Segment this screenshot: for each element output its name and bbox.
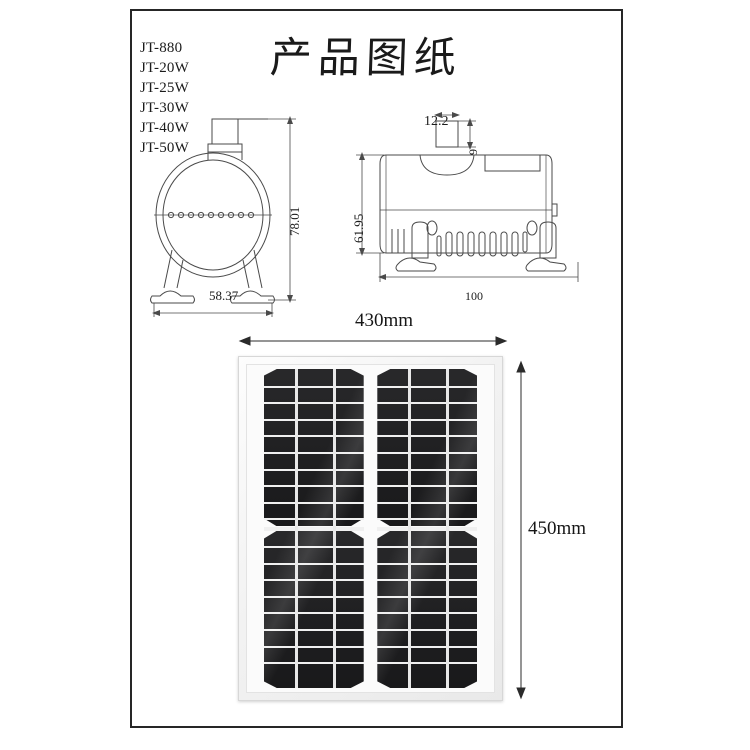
outlet-height-label: 9 [466,149,480,155]
side-tab [552,203,558,217]
model-list-item: JT-25W [140,80,189,96]
panel-width-dimension-line [238,336,508,346]
dimension-line-width [378,253,579,282]
pump-legs [163,249,263,289]
pump-side-width-label: 100 [465,289,483,303]
suction-cup-foot [525,257,567,272]
page-title: 产品图纸 [269,33,463,82]
cell-block-top [263,369,364,527]
dimension-line-outlet-width [434,112,460,118]
cell-block-bottom [377,530,478,688]
model-list: JT-880 JT-20W JT-25W JT-30W JT-40W JT-50… [140,38,230,158]
pump-front-height-label: 78.01 [287,206,302,236]
dimension-line-height [356,152,384,256]
dimension-line-height [268,116,296,303]
impeller-bead-row [167,211,255,219]
model-list-item: JT-50W [140,140,189,156]
dimension-line-outlet-height [458,118,476,150]
solar-panel-laminate [246,364,495,693]
cell-block-top [377,369,478,527]
oval-vent-hole [526,220,538,236]
outlet-collar [207,143,243,153]
outlet-base-dome [419,154,475,176]
dimension-line-width [152,303,274,317]
pump-side-view-drawing [356,112,579,282]
pump-front-width-label: 58.37 [209,288,239,303]
oval-vent-hole [426,220,438,236]
cell-block-bottom [263,530,364,688]
intake-grille [436,231,528,257]
model-list-item: JT-20W [140,60,189,76]
outlet-width-label: 12.2 [424,114,449,129]
model-list-item: JT-30W [140,100,189,116]
mount-post [411,221,429,259]
suction-cup-foot [150,290,195,304]
outlet-nozzle [435,120,459,148]
mount-post [539,221,557,259]
outlet-nozzle [211,118,239,145]
suction-cup-foot [395,257,437,272]
cell-column-left [263,369,364,688]
model-list-item: JT-880 [140,40,183,56]
panel-height-label: 450mm [528,518,587,539]
side-fins [391,229,405,253]
cell-column-right [377,369,478,688]
pump-side-height-label: 61.95 [351,213,366,243]
panel-width-label: 430mm [355,310,414,331]
panel-height-dimension-line [516,360,526,700]
top-recess-panel [484,154,541,172]
model-list-item: JT-40W [140,120,189,136]
solar-panel [238,356,503,701]
pump-front-view-drawing [150,116,296,317]
